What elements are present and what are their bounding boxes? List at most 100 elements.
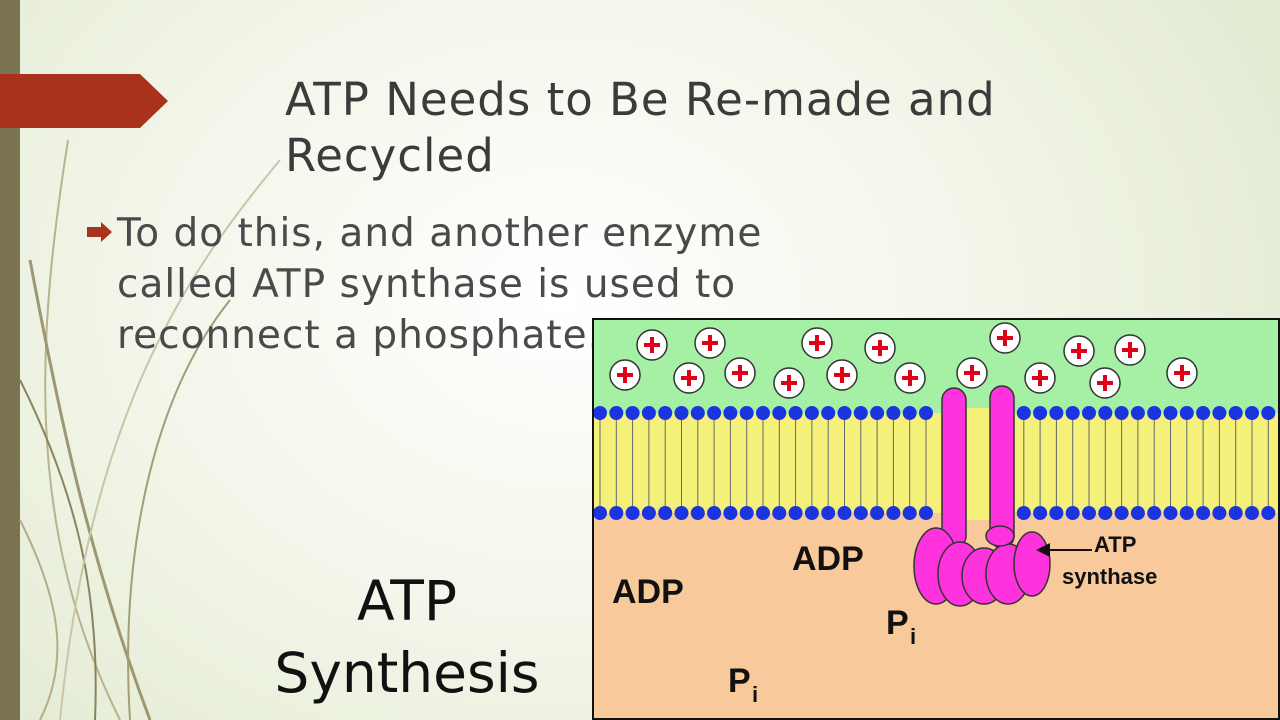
title-arrow-shape xyxy=(0,74,168,128)
lipid-head xyxy=(853,406,868,420)
lipid-head xyxy=(870,506,885,520)
proton-ion xyxy=(1089,367,1121,399)
lipid-head xyxy=(625,506,640,520)
lipid-head xyxy=(1114,406,1129,420)
lipid-head xyxy=(902,506,917,520)
lipid-head xyxy=(690,406,705,420)
phosphate-label-1: P xyxy=(886,604,909,642)
proton-ions xyxy=(609,322,1198,399)
lipid-head xyxy=(756,506,770,520)
lipid-head xyxy=(1196,406,1211,420)
proton-ion xyxy=(773,367,805,399)
adp-label-lower: ADP xyxy=(612,573,684,611)
arrow-bullet-icon xyxy=(87,222,112,242)
lipid-head xyxy=(1163,406,1178,420)
lipid-head xyxy=(804,506,819,520)
adp-label-upper: ADP xyxy=(792,540,864,578)
proton-ion xyxy=(826,359,858,391)
lipid-head xyxy=(723,406,738,420)
lipid-head xyxy=(772,506,787,520)
lipid-head xyxy=(609,506,624,520)
lipid-head xyxy=(1212,506,1227,520)
lipid-head xyxy=(756,406,770,420)
lipid-head xyxy=(1245,506,1259,520)
synthase-label-line-1: ATP xyxy=(1094,532,1136,557)
bullet-text: To do this, and another enzyme called AT… xyxy=(117,211,763,358)
lipid-head xyxy=(641,506,656,520)
lipid-head xyxy=(658,406,673,420)
lipid-head xyxy=(658,506,673,520)
proton-ion xyxy=(1024,362,1056,394)
diagram-border xyxy=(592,318,1280,720)
lipid-head xyxy=(837,506,852,520)
lipid-bilayer xyxy=(592,413,1280,513)
lipid-heads xyxy=(593,406,1276,520)
lipid-head xyxy=(1065,506,1080,520)
lipid-head xyxy=(1098,506,1113,520)
lipid-head xyxy=(1065,406,1080,420)
lipid-head xyxy=(1033,506,1048,520)
lipid-head xyxy=(625,406,640,420)
lipid-head xyxy=(1082,506,1096,520)
proton-ion xyxy=(801,327,833,359)
lipid-head xyxy=(804,406,819,420)
proton-ion xyxy=(724,357,756,389)
proton-ion xyxy=(636,329,668,361)
lipid-head xyxy=(821,506,836,520)
synthase-pointer-arrow xyxy=(1036,543,1092,557)
lipid-head xyxy=(1049,406,1064,420)
caption-atp-synthesis: ATP Synthesis xyxy=(262,565,552,709)
lipid-head xyxy=(788,406,803,420)
lipid-head xyxy=(788,506,803,520)
lipid-head xyxy=(1049,506,1064,520)
lipid-head xyxy=(1147,506,1162,520)
phosphate-subscript-2: i xyxy=(752,682,758,707)
proton-ion xyxy=(989,322,1021,354)
lipid-head xyxy=(1016,406,1031,420)
slide-title: ATP Needs to Be Re-made and Recycled xyxy=(285,73,996,182)
lipid-head xyxy=(1228,506,1243,520)
proton-ion xyxy=(864,332,896,364)
phosphate-subscript-1: i xyxy=(910,624,916,649)
phosphate-label-2: P xyxy=(728,662,751,700)
lipid-head xyxy=(837,406,852,420)
lipid-head xyxy=(641,406,656,420)
lipid-head xyxy=(1098,406,1113,420)
lipid-head xyxy=(593,406,607,420)
left-accent-bar xyxy=(0,0,20,720)
lipid-head xyxy=(886,406,901,420)
lipid-head xyxy=(739,406,754,420)
synthase-label-line-2: synthase xyxy=(1062,564,1157,589)
lipid-head xyxy=(919,406,933,420)
lipid-head xyxy=(674,406,689,420)
lipid-head xyxy=(707,406,722,420)
lipid-head xyxy=(1245,406,1259,420)
lipid-head xyxy=(1196,506,1211,520)
atp-synthase-protein xyxy=(913,385,1051,607)
lipid-head xyxy=(1163,506,1178,520)
lipid-head xyxy=(1179,406,1194,420)
proton-ion xyxy=(609,359,641,391)
lipid-head xyxy=(886,506,901,520)
proton-ion xyxy=(1063,335,1095,367)
lipid-head xyxy=(853,506,868,520)
lipid-tails xyxy=(599,418,1269,508)
lipid-head xyxy=(1130,406,1145,420)
lipid-head xyxy=(739,506,754,520)
lipid-head xyxy=(1130,506,1145,520)
proton-ion xyxy=(956,357,988,389)
proton-ion xyxy=(894,362,926,394)
lipid-head xyxy=(723,506,738,520)
lipid-head xyxy=(772,406,787,420)
lipid-head xyxy=(609,406,624,420)
caption-line-2: Synthesis xyxy=(274,641,540,705)
atp-synthase-diagram: ATP synthase ADP ADP P i P i xyxy=(592,318,1280,720)
lipid-head xyxy=(902,406,917,420)
lipid-head xyxy=(707,506,722,520)
lipid-head xyxy=(1147,406,1162,420)
proton-ion xyxy=(673,362,705,394)
lipid-head xyxy=(1114,506,1129,520)
lipid-head xyxy=(1228,406,1243,420)
lipid-head xyxy=(1082,406,1096,420)
